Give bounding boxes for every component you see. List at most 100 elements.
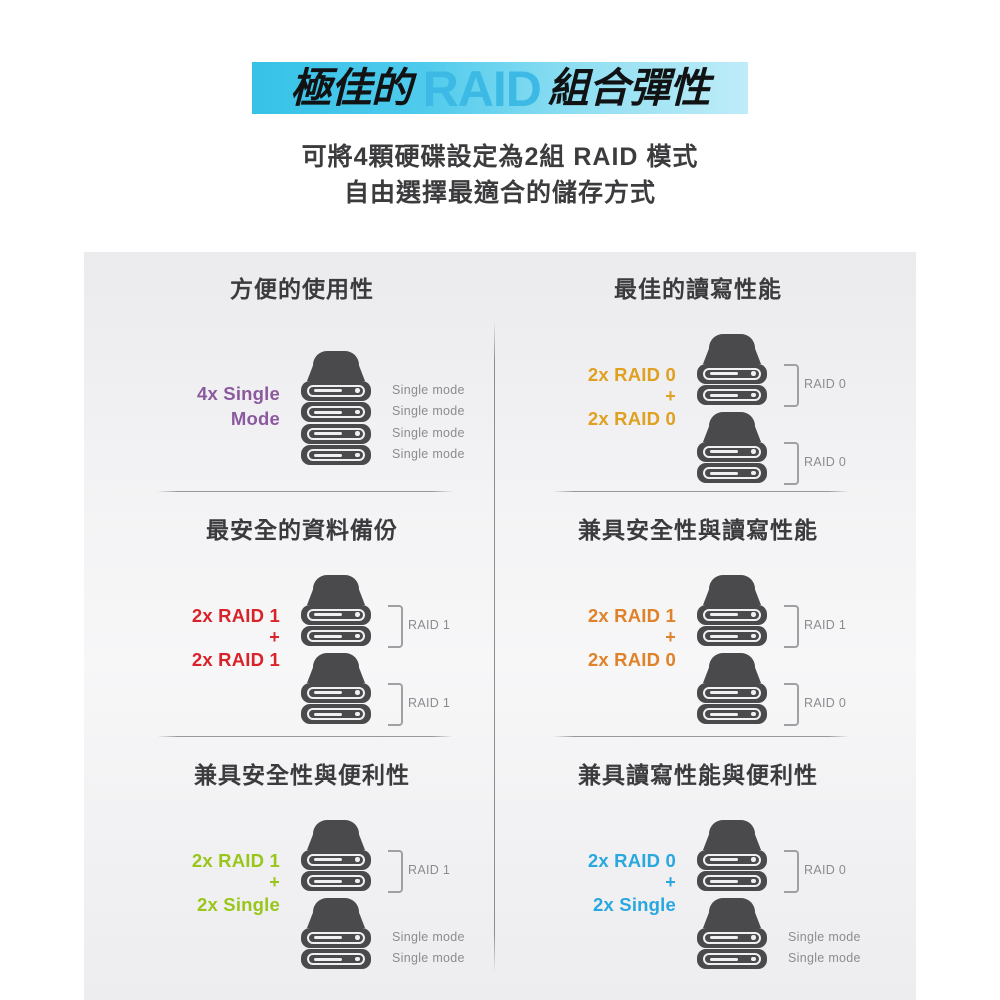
stack-gap (686, 646, 778, 653)
drive-bay-icon (697, 682, 767, 703)
drive-slot-outline (307, 953, 365, 965)
mode-label-line-2: 2x RAID 1 (191, 649, 280, 670)
drive-bay-icon (697, 385, 767, 405)
drive-bar-icon (314, 712, 342, 716)
drive-led-icon (751, 470, 756, 476)
horizontal-divider-right-2 (553, 736, 849, 737)
enclosure-cap-icon (699, 412, 765, 444)
drive-led-icon (355, 431, 360, 436)
drive-bay-icon (301, 849, 371, 870)
single-mode-annotation: Single mode (788, 929, 861, 944)
drive-bar-icon (710, 613, 738, 617)
mode-label-line-1: 2x RAID 1 (587, 605, 676, 626)
title-suffix: 組合彈性 (547, 64, 711, 111)
drive-led-icon (355, 612, 360, 617)
drive-led-icon (751, 711, 756, 717)
drive-slot-outline (307, 427, 365, 440)
horizontal-divider-left-1 (157, 491, 453, 492)
drive-bar-icon (314, 432, 342, 436)
enclosure-cap-icon (303, 898, 369, 930)
title-banner-background (252, 62, 748, 114)
drive-slot-outline (307, 708, 365, 720)
drive-bay-icon (301, 445, 371, 465)
drive-led-icon (355, 409, 360, 415)
device-stack-safety-and-convenience (290, 820, 382, 969)
title-prefix: 極佳的 (290, 64, 412, 111)
enclosure-unit (686, 412, 778, 483)
drive-bar-icon (314, 410, 342, 414)
drive-led-icon (751, 878, 756, 884)
raid-group-bracket (784, 363, 799, 408)
drive-slot-outline (703, 445, 761, 458)
drive-bay-icon (301, 704, 371, 724)
cell-title-best-read-write-performance: 最佳的讀寫性能 (614, 276, 782, 302)
single-mode-annotation: Single mode (392, 929, 465, 944)
drive-led-icon (751, 371, 756, 376)
raid-group-bracket (388, 604, 403, 649)
drive-led-icon (751, 956, 756, 962)
cell-title-safety-and-performance: 兼具安全性與讀寫性能 (578, 517, 818, 543)
enclosure-cap-icon (303, 575, 369, 607)
raid-group-label: RAID 0 (804, 695, 847, 710)
drive-bar-icon (710, 471, 738, 475)
enclosure-cap-icon (303, 351, 369, 383)
drive-bay-icon (697, 604, 767, 625)
mode-label-line-1: 2x RAID 1 (191, 605, 280, 626)
drive-led-icon (355, 633, 360, 639)
drive-slot-outline (703, 853, 761, 866)
drive-led-icon (355, 711, 360, 717)
drive-bar-icon (314, 453, 342, 457)
raid-group-bracket (784, 849, 799, 894)
drive-slot-outline (703, 708, 761, 720)
device-stack-best-read-write-performance (686, 334, 778, 483)
mode-label-plus: + (665, 872, 676, 892)
enclosure-unit (686, 575, 778, 646)
drive-slot-outline (307, 608, 365, 621)
drive-led-icon (355, 388, 360, 393)
subtitle-line-2: 自由選擇最適合的儲存方式 (343, 179, 656, 207)
raid-group-bracket (388, 849, 403, 894)
drive-bay-icon (697, 463, 767, 483)
raid-group-label: RAID 1 (408, 862, 451, 877)
enclosure-unit (686, 820, 778, 891)
stack-gap (686, 891, 778, 898)
drive-slot-outline (307, 686, 365, 699)
drive-led-icon (751, 392, 756, 398)
drive-bay-icon (301, 949, 371, 969)
title-raid-word: RAID (422, 61, 542, 117)
drive-bay-icon (301, 402, 371, 422)
mode-label-line-1: 4x Single (196, 383, 280, 404)
enclosure-unit (290, 575, 382, 646)
vertical-divider (494, 321, 495, 973)
drive-bar-icon (710, 879, 738, 883)
drive-slot-outline (307, 384, 365, 397)
subtitle-line-1: 可將4顆硬碟設定為2組 RAID 模式 (301, 143, 699, 171)
drive-slot-outline (703, 367, 761, 380)
drive-bay-icon (697, 704, 767, 724)
drive-bar-icon (314, 634, 342, 638)
drive-bay-icon (697, 363, 767, 384)
drive-bar-icon (314, 858, 342, 862)
mode-label-line-2: Mode (230, 408, 280, 429)
raid-group-label: RAID 1 (408, 695, 451, 710)
single-mode-annotation: Single mode (392, 425, 465, 440)
drive-bay-icon (301, 871, 371, 891)
drive-led-icon (355, 878, 360, 884)
drive-led-icon (751, 857, 756, 862)
enclosure-unit (290, 820, 382, 891)
drive-led-icon (355, 690, 360, 695)
drive-slot-outline (703, 608, 761, 621)
raid-group-bracket (784, 604, 799, 649)
enclosure-unit (290, 351, 382, 465)
raid-group-label: RAID 1 (408, 617, 451, 632)
drive-bar-icon (710, 936, 738, 940)
drive-bay-icon (697, 849, 767, 870)
subtitle-block: 可將4顆硬碟設定為2組 RAID 模式 自由選擇最適合的儲存方式 (0, 139, 1000, 211)
drive-bar-icon (314, 879, 342, 883)
drive-slot-outline (703, 953, 761, 965)
